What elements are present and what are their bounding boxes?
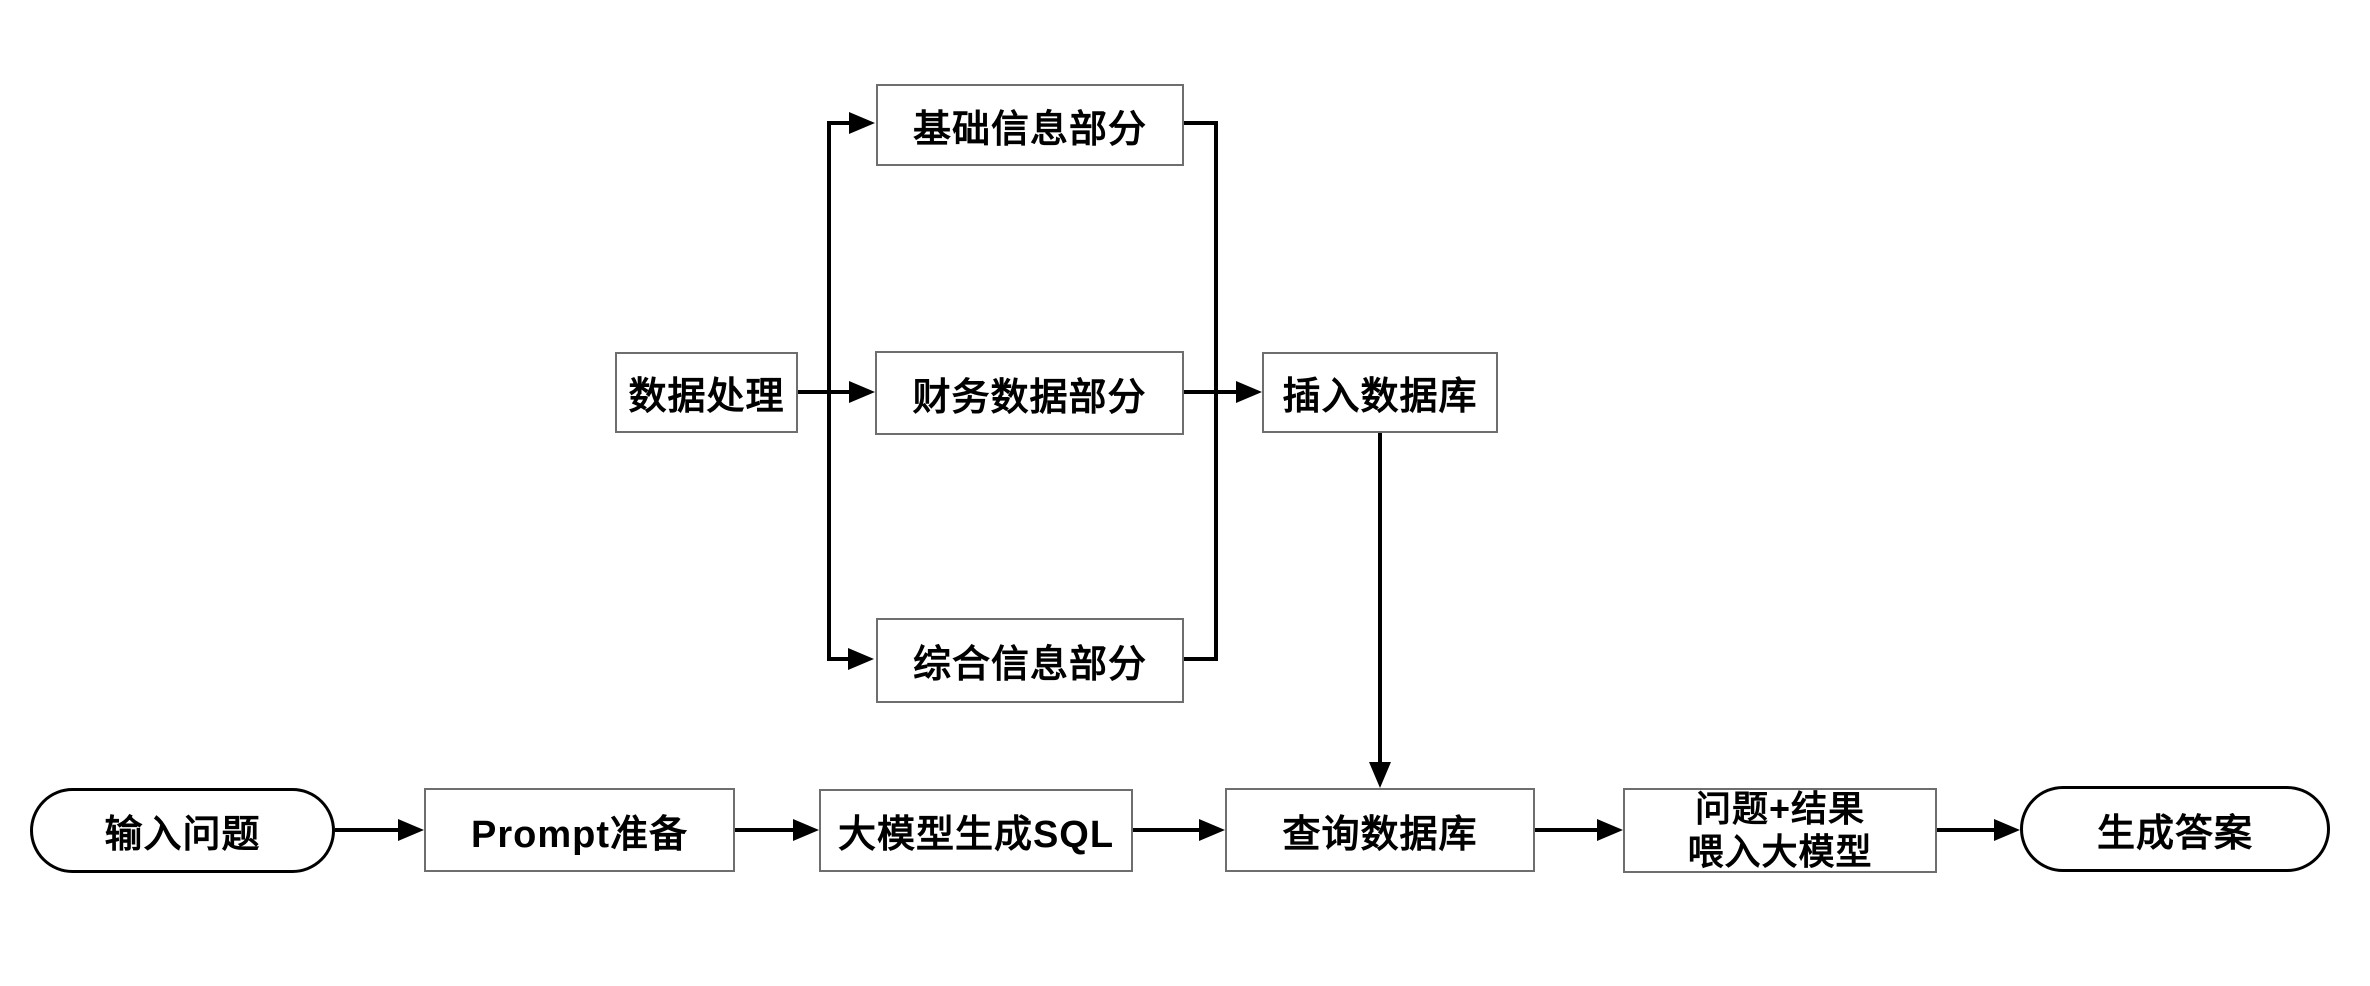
node-input-question: 输入问题 [30,788,335,873]
arrowhead-data-processing-to-basic-info-part [849,112,875,134]
edge-basic-info-part-to-insert-database [1184,121,1218,392]
arrowhead-llm-generate-sql-to-query-database [1199,819,1225,841]
arrowhead-data-processing-to-financial-data-part [849,381,875,403]
node-prompt-preparation: Prompt准备 [424,788,735,872]
arrowhead-data-processing-to-comprehensive-info-part [848,648,874,670]
node-question-result-feed-llm-line-1: 问题+结果 [1694,788,1866,830]
node-insert-database: 插入数据库 [1262,352,1498,433]
node-llm-generate-sql: 大模型生成SQL [819,789,1133,872]
edge-comprehensive-info-part-to-insert-database [1184,392,1218,661]
node-basic-info-part: 基础信息部分 [876,84,1184,166]
arrowhead-insert-database-to-query-database [1369,762,1391,788]
node-comprehensive-info-part: 综合信息部分 [876,618,1184,703]
node-data-processing: 数据处理 [615,352,798,433]
arrowhead-query-database-to-question-result-feed-llm [1597,819,1623,841]
arrowhead-input-question-to-prompt-preparation [398,819,424,841]
node-generate-answer: 生成答案 [2020,786,2330,872]
arrowhead-prompt-preparation-to-llm-generate-sql [793,819,819,841]
node-financial-data-part: 财务数据部分 [875,351,1184,435]
arrowhead-question-result-feed-llm-to-generate-answer [1994,819,2020,841]
edge-data-processing-to-basic-info-part [827,121,855,392]
edge-data-processing-to-comprehensive-info-part [827,392,854,661]
arrowhead-financial-data-part-to-insert-database [1236,381,1262,403]
node-query-database: 查询数据库 [1225,788,1535,872]
node-question-result-feed-llm: 问题+结果喂入大模型 [1623,788,1937,873]
node-question-result-feed-llm-line-2: 喂入大模型 [1687,830,1873,872]
